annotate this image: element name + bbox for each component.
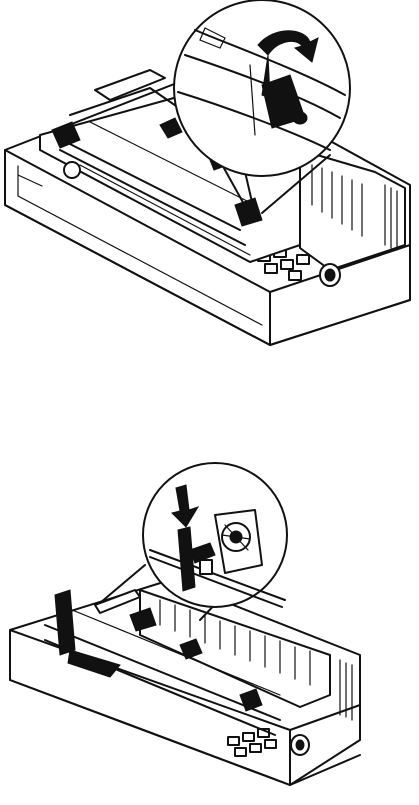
printer-illustration-top <box>0 0 419 360</box>
printer-diagram-bottom <box>0 455 419 805</box>
printer-diagram-top <box>0 0 419 360</box>
printer-illustration-bottom <box>0 455 419 805</box>
